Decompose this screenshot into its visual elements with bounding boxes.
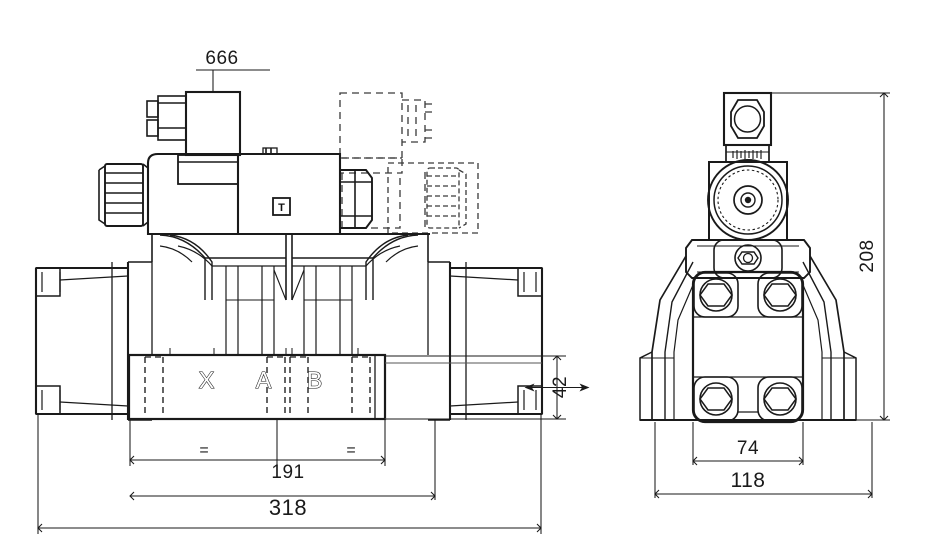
port-label-a: A [256,367,272,393]
side-view [639,91,857,424]
symmetry-mark-left: = [199,442,208,459]
dimension-191 [129,419,436,501]
dimension-42 [386,355,590,420]
dimension-label-191: 191 [271,462,304,483]
side-connector-block [722,91,773,163]
dimension-208 [640,92,890,421]
valve-subplate [127,348,542,421]
t-port-badge [272,197,291,216]
text-layer: 666 191 318 42 208 74 118 = = X A B T [198,48,878,520]
t-port-badge-label: T [278,202,285,214]
dimension-318 [37,415,542,534]
dimension-label-666: 666 [205,48,238,69]
symmetry-mark-right: = [346,442,355,459]
dimension-74 [692,422,804,466]
dimension-label-74: 74 [737,438,759,459]
dimension-666 [196,69,270,92]
dimension-label-318: 318 [269,495,307,520]
dimension-label-208: 208 [857,239,878,272]
front-view [34,90,544,421]
valve-body-upper [150,233,430,355]
symmetry-dimension-line [129,419,386,466]
manual-override-knob [98,163,149,227]
dimension-label-118: 118 [731,469,766,492]
dimension-label-42: 42 [550,376,571,398]
dimension-layer [37,69,890,534]
port-label-x: X [199,367,215,393]
optional-solenoid-hidden-outline [339,92,479,234]
port-label-b: B [307,367,323,393]
right-port-fitting [340,169,373,229]
dimension-118 [654,422,873,499]
